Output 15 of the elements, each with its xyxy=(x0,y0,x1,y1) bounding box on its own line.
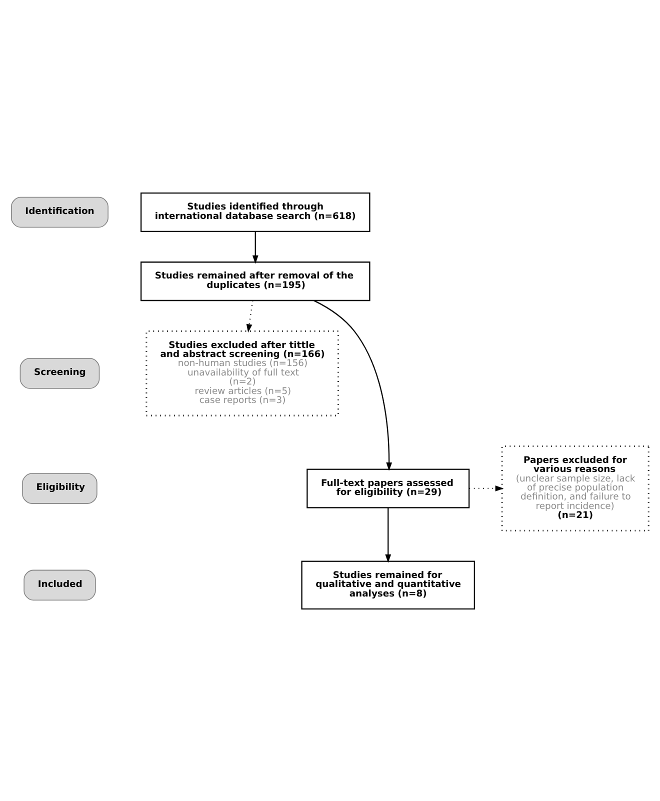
node-box: Studies remained for qualitative and quantitative analyses (n=8) xyxy=(301,560,476,609)
arrow xyxy=(246,300,254,332)
node-box: Identification xyxy=(11,196,108,228)
node-box: Studies identified through international database search (n=618) xyxy=(140,192,370,232)
arrow xyxy=(385,507,392,562)
node-box: Papers excluded for various reasons (unclear sample size, lack of precise population definition, and failure to report incidence) (n=21) xyxy=(501,445,650,531)
node-box: Eligibility xyxy=(22,472,98,504)
arrow xyxy=(314,300,392,470)
arrow xyxy=(469,485,504,491)
node-box: Full-text papers assessed for eligibility (n=29) xyxy=(306,468,470,508)
node-box: Included xyxy=(24,569,96,600)
node-box: Studies remained after removal of the duplicates (n=195) xyxy=(140,261,370,301)
node-box: Screening xyxy=(20,358,100,388)
arrow xyxy=(252,230,258,264)
node-box: Studies excluded after tittle and abstract screening (n=166) non-human studies (n=156) unavailability of full text (n=2) review articles (n=5) case reports (n=3) xyxy=(146,330,340,416)
